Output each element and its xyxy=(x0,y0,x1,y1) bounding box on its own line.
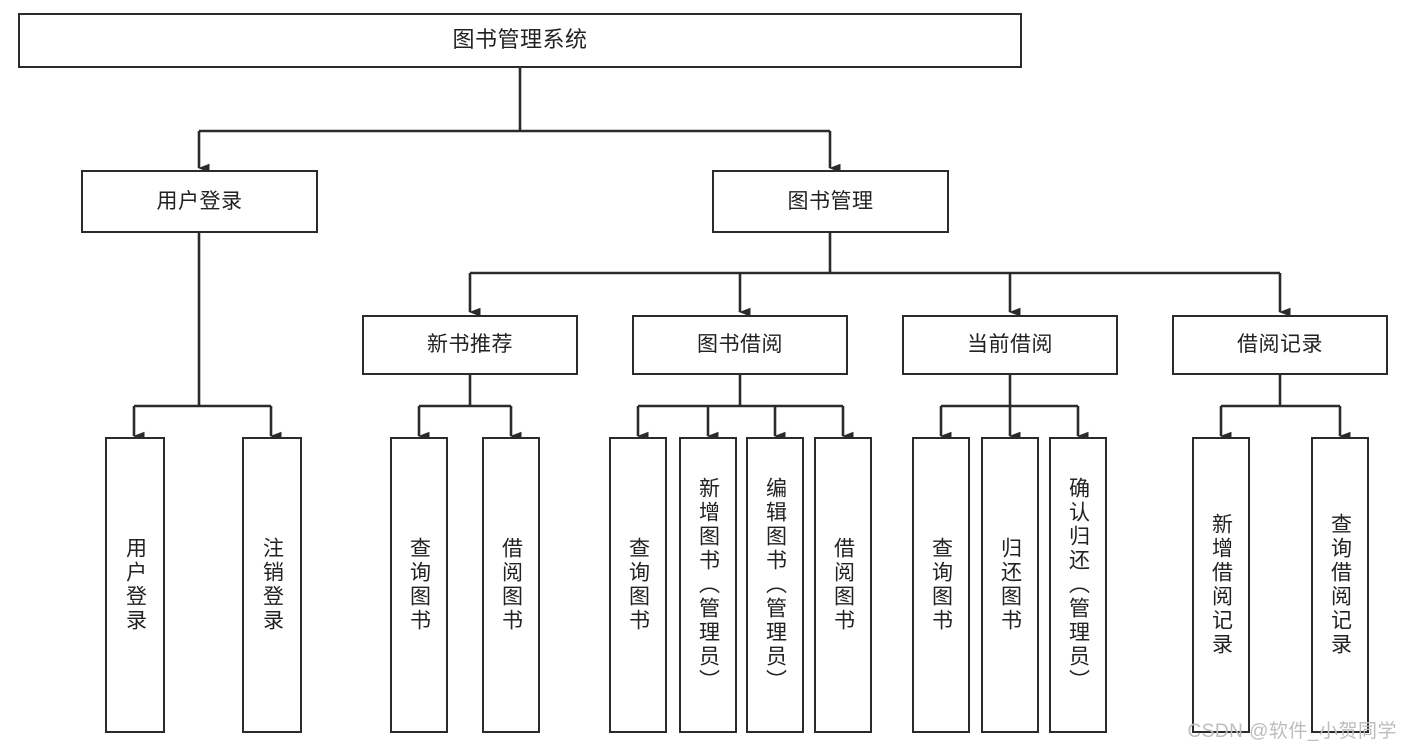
node-label: 借阅记录 xyxy=(1237,333,1323,357)
node-label: 查询图书 xyxy=(407,537,431,633)
node-user-login[interactable]: 用户登录 xyxy=(81,170,318,233)
leaf-edit-book-admin[interactable]: 编辑图书（管理员） xyxy=(746,437,804,733)
node-label: 新书推荐 xyxy=(427,333,513,357)
node-label: 编辑图书（管理员） xyxy=(763,477,787,693)
leaf-query-borrow-record[interactable]: 查询借阅记录 xyxy=(1311,437,1369,733)
node-label: 用户登录 xyxy=(123,537,147,633)
node-borrow-record[interactable]: 借阅记录 xyxy=(1172,315,1388,375)
node-label: 图书借阅 xyxy=(697,333,783,357)
node-label: 新增借阅记录 xyxy=(1209,513,1233,657)
node-book-management[interactable]: 图书管理 xyxy=(712,170,949,233)
leaf-logout-login[interactable]: 注销登录 xyxy=(242,437,302,733)
node-label: 归还图书 xyxy=(998,537,1022,633)
node-label: 查询借阅记录 xyxy=(1328,513,1352,657)
node-label: 图书管理 xyxy=(787,189,874,213)
node-label: 用户登录 xyxy=(156,189,243,213)
node-label: 借阅图书 xyxy=(499,537,523,633)
leaf-borrow-book-1[interactable]: 借阅图书 xyxy=(482,437,540,733)
leaf-query-book-1[interactable]: 查询图书 xyxy=(390,437,448,733)
leaf-return-book[interactable]: 归还图书 xyxy=(981,437,1039,733)
leaf-query-book-3[interactable]: 查询图书 xyxy=(912,437,970,733)
leaf-add-book-admin[interactable]: 新增图书（管理员） xyxy=(679,437,737,733)
node-label: 查询图书 xyxy=(929,537,953,633)
leaf-user-login[interactable]: 用户登录 xyxy=(105,437,165,733)
node-label: 确认归还（管理员） xyxy=(1066,477,1090,693)
leaf-query-book-2[interactable]: 查询图书 xyxy=(609,437,667,733)
node-label: 新增图书（管理员） xyxy=(696,477,720,693)
node-current-borrow[interactable]: 当前借阅 xyxy=(902,315,1118,375)
node-label: 注销登录 xyxy=(260,537,284,633)
node-book-borrow[interactable]: 图书借阅 xyxy=(632,315,848,375)
node-label: 借阅图书 xyxy=(831,537,855,633)
node-new-book-recommend[interactable]: 新书推荐 xyxy=(362,315,578,375)
node-label: 图书管理系统 xyxy=(452,27,588,53)
node-label: 当前借阅 xyxy=(967,333,1053,357)
node-root-system[interactable]: 图书管理系统 xyxy=(18,13,1022,68)
leaf-add-borrow-record[interactable]: 新增借阅记录 xyxy=(1192,437,1250,733)
leaf-confirm-return-admin[interactable]: 确认归还（管理员） xyxy=(1049,437,1107,733)
leaf-borrow-book-2[interactable]: 借阅图书 xyxy=(814,437,872,733)
node-label: 查询图书 xyxy=(626,537,650,633)
